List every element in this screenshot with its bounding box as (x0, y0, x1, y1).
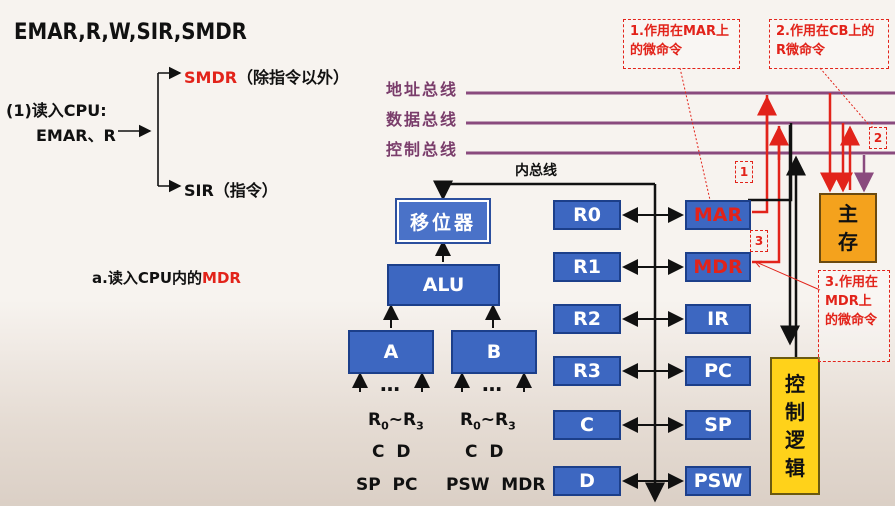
register-a-block: A (348, 330, 434, 374)
register-ir: IR (685, 304, 751, 334)
b-input-range: R0~R3 (460, 410, 516, 432)
register-r2: R2 (553, 304, 621, 334)
a-r3: 3 (416, 419, 424, 433)
register-r3: R3 (553, 356, 621, 386)
step-sub-a: a.读入CPU内的MDR (92, 267, 241, 288)
register-mar: MAR (685, 200, 751, 230)
alu-links (352, 240, 532, 392)
control-bus-label: 控制总线 (386, 140, 459, 159)
register-links (622, 207, 684, 489)
register-c: C (553, 410, 621, 440)
data-bus-label: 数据总线 (386, 110, 459, 129)
smdr-label: SMDR (184, 68, 238, 87)
internal-bus-label: 内总线 (515, 163, 557, 179)
annotation-pointers (679, 67, 873, 201)
register-b-block: B (451, 330, 537, 374)
step-smdr: SMDR（除指令以外） (184, 64, 349, 88)
main-memory-block: 主 存 (819, 193, 877, 263)
tag-1: 1 (735, 161, 753, 183)
sub-a-prefix: a.读入CPU内的 (92, 269, 203, 287)
address-bus-label: 地址总线 (386, 80, 459, 99)
b-input-dots: … (482, 372, 502, 396)
page-title: EMAR,R,W,SIR,SMDR (14, 20, 247, 45)
b-r0: 0 (473, 419, 481, 433)
register-psw: PSW (685, 466, 751, 496)
step-read-cpu: (1)读入CPU: (6, 101, 107, 120)
memory-links (820, 93, 874, 193)
control-logic-char-1: 控 (785, 372, 805, 396)
a-r0: 0 (381, 419, 389, 433)
register-r1: R1 (553, 252, 621, 282)
register-d: D (553, 466, 621, 496)
a-tilde: ~ (388, 410, 403, 430)
step-sir: SIR（指令） (184, 181, 278, 200)
a-input-cd: C D (372, 442, 411, 462)
register-pc: PC (685, 356, 751, 386)
note-2-cb-read-microcommand: 2.作用在CB上的R微命令 (769, 19, 889, 69)
tag-2: 2 (869, 127, 887, 149)
alu-block: ALU (387, 264, 500, 306)
a-r2: R (403, 410, 417, 430)
b-input-pswmdr: PSW MDR (446, 475, 546, 495)
b-r3: 3 (508, 419, 516, 433)
internal-bus (433, 180, 665, 503)
control-logic-char-4: 辑 (785, 456, 805, 480)
note-3-mdr-microcommand: 3.作用在MDR上的微命令 (818, 270, 890, 362)
note-1-mar-microcommand: 1.作用在MAR上的微命令 (623, 19, 740, 69)
branch-bracket (118, 66, 182, 193)
main-memory-char-1: 主 (838, 202, 858, 226)
b-tilde: ~ (480, 410, 495, 430)
note3-pointer (756, 262, 821, 291)
a-r: R (368, 410, 382, 430)
register-r0: R0 (553, 200, 621, 230)
a-input-sppc: SP PC (356, 475, 418, 495)
register-sp: SP (685, 410, 751, 440)
control-logic-char-2: 制 (785, 400, 805, 424)
control-logic-block: 控 制 逻 辑 (770, 357, 820, 495)
b-input-cd: C D (465, 442, 504, 462)
a-input-dots: … (380, 372, 400, 396)
b-r: R (460, 410, 474, 430)
smdr-note: （除指令以外） (237, 68, 350, 87)
control-logic-char-3: 逻 (785, 428, 805, 452)
shifter-block: 移位器 (395, 198, 491, 244)
b-r2: R (495, 410, 509, 430)
sub-a-reg: MDR (202, 269, 241, 287)
main-memory-char-2: 存 (838, 230, 858, 254)
tag-3: 3 (750, 230, 768, 252)
mar-address-link (752, 95, 777, 214)
step-emar-r: EMAR、R (36, 126, 116, 145)
register-mdr: MDR (685, 252, 751, 282)
a-input-range: R0~R3 (368, 410, 424, 432)
